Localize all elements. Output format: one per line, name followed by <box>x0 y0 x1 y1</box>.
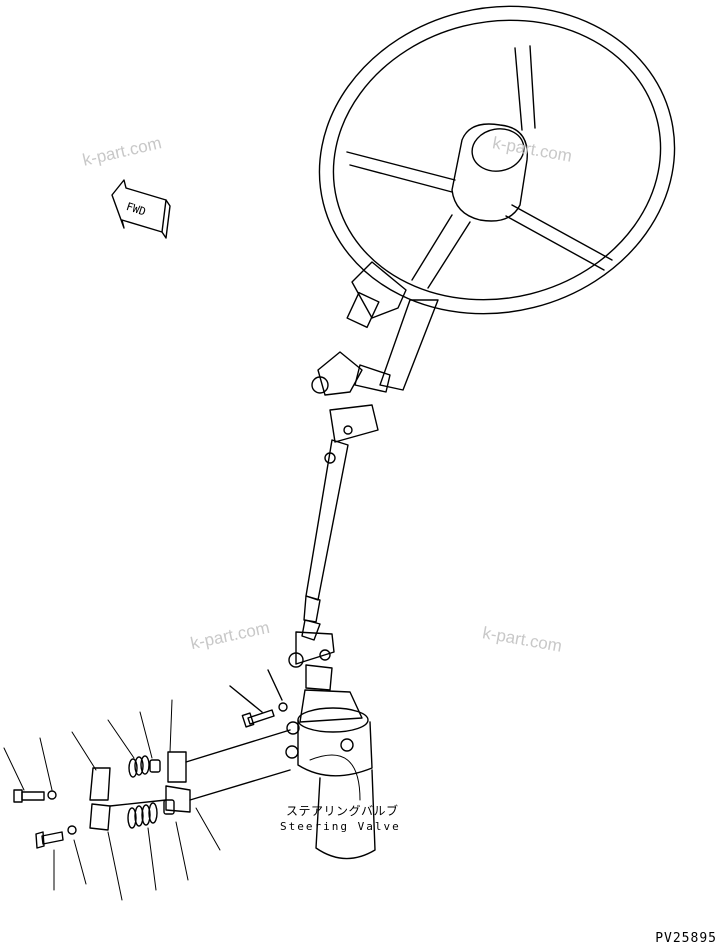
steering-valve-body <box>285 689 376 860</box>
drawing-code: PV25895 <box>655 931 717 946</box>
part-label-japanese: ステアリングバルブ <box>286 804 399 818</box>
steering-wheel <box>318 5 676 315</box>
steering-column <box>288 261 439 691</box>
valve-label-leader <box>309 754 361 801</box>
mounting-plate-group <box>89 729 291 831</box>
spring-group <box>127 755 175 829</box>
fwd-arrow-icon: FWD <box>111 179 171 239</box>
part-label-english: Steering Valve <box>280 820 401 833</box>
leader-lines <box>3 699 221 901</box>
bolts-left <box>13 789 77 849</box>
bolt-top <box>229 669 288 728</box>
fwd-label: FWD <box>125 200 148 219</box>
